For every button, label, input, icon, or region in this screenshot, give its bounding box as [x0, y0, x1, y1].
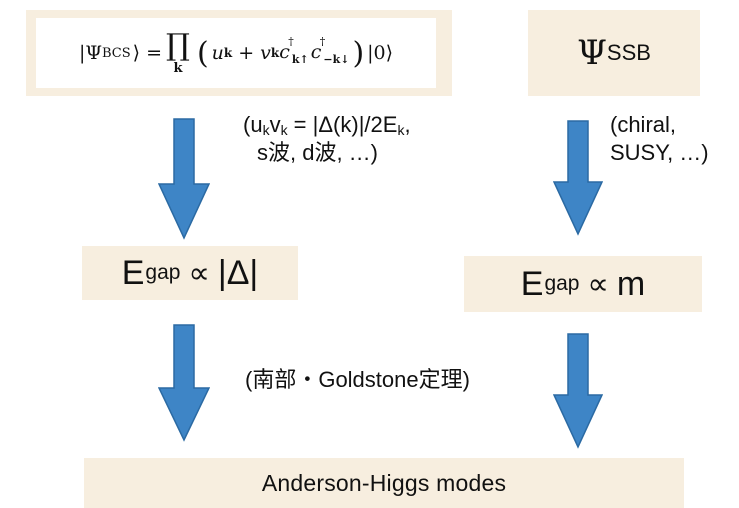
note-ssb: (chiral, SUSY, …): [610, 111, 709, 167]
note-u-sub: k: [262, 122, 270, 138]
arrow-gap-ssb-to-modes: [553, 333, 603, 449]
note-comma: ,: [404, 112, 411, 137]
note-e-sub: k: [397, 122, 405, 138]
arrow-gap-bcs-to-modes-shape: [158, 324, 210, 442]
arrow-gap-bcs-to-modes: [158, 324, 210, 442]
gap-ssb-propto: ∝: [587, 266, 609, 302]
vacuum-ket: |0⟩: [367, 42, 394, 64]
bcs-lhs: |Ψ: [78, 42, 103, 64]
anderson-higgs-label: Anderson-Higgs modes: [261, 469, 507, 496]
note-ssb-line2: SUSY, …): [610, 140, 709, 165]
gap-ssb-e: E: [520, 264, 544, 303]
arrow-bcs-to-gap: [158, 118, 210, 240]
note-ssb-line1: (chiral,: [610, 112, 677, 137]
arrow-gap-ssb-to-modes-shape: [553, 333, 603, 449]
note-bcs-gap: (ukvk = |Δ(k)|/2Ek, s波, d波, …): [243, 111, 411, 167]
gap-bcs-sub: gap: [145, 261, 181, 284]
note-u: (u: [243, 112, 263, 137]
note-v-sub: k: [280, 122, 288, 138]
c1-letter: c: [279, 40, 290, 63]
product-index: k: [173, 61, 183, 76]
gap-bcs-rhs: |Δ|: [217, 253, 259, 292]
paren-close: ): [352, 35, 365, 71]
bcs-lhs-close: ⟩ =: [132, 42, 163, 64]
u-symbol: u: [211, 42, 224, 64]
c1-sub: k↑: [291, 52, 309, 66]
anderson-higgs-box: Anderson-Higgs modes: [84, 458, 684, 508]
gap-ssb-rhs: m: [616, 264, 646, 303]
product-symbol: ∏ k: [166, 28, 190, 76]
c2-dagger: †: [319, 34, 326, 48]
c1-dagger: †: [288, 34, 294, 48]
ssb-sub: SSB: [606, 40, 651, 65]
plus-sign: +: [238, 42, 255, 64]
arrow-ssb-to-gap: [553, 120, 603, 236]
note-bcs-line1: (ukvk = |Δ(k)|/2Ek,: [243, 111, 411, 139]
c2-sub: −k↓: [323, 52, 350, 66]
creation-op-1: c† k↑: [279, 35, 309, 66]
note-gap-def: = |Δ(k)|/2E: [287, 112, 398, 137]
paren-open: (: [196, 35, 209, 71]
bcs-lhs-sub: BCS: [102, 45, 131, 61]
v-symbol: v: [260, 42, 271, 64]
note-bcs-line2: s波, d波, …): [257, 140, 379, 165]
creation-op-2: c† −k↓: [310, 35, 350, 66]
note-v: v: [269, 112, 281, 137]
arrow-bcs-to-gap-shape: [158, 118, 210, 240]
product-sign: ∏: [166, 28, 190, 63]
u-sub: k: [223, 46, 233, 60]
arrow-ssb-to-gap-shape: [553, 120, 603, 236]
note-goldstone: (南部・Goldstone定理): [245, 367, 470, 392]
gap-bcs-propto: ∝: [188, 255, 210, 291]
gap-bcs-e: E: [121, 253, 145, 292]
c2-letter: c: [310, 40, 322, 63]
ssb-symbol: Ψ: [577, 33, 607, 73]
v-sub: k: [270, 46, 280, 60]
gap-ssb-sub: gap: [544, 272, 580, 295]
